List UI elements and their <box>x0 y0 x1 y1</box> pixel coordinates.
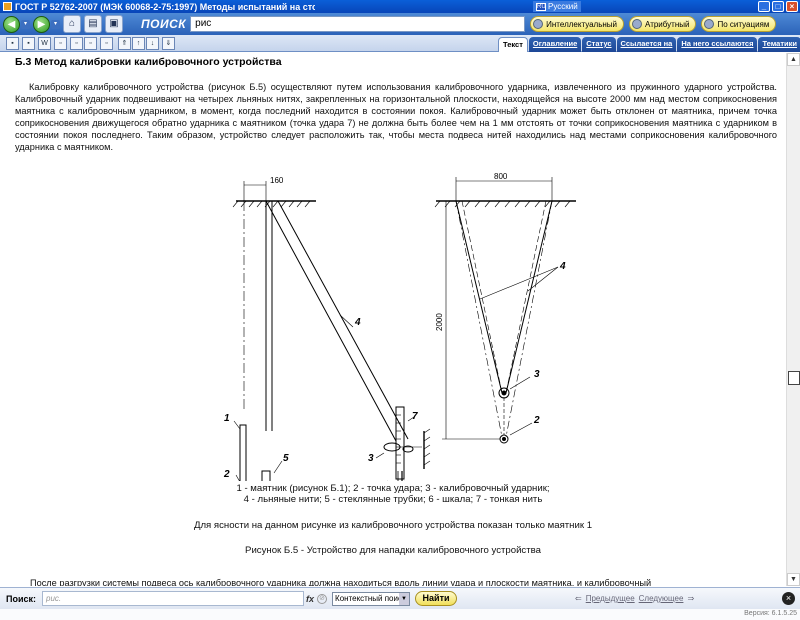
search-input[interactable]: рис <box>190 16 526 32</box>
version-label: Версия: 6.1.5.25 <box>744 610 797 617</box>
forward-history-dropdown[interactable]: ▾ <box>51 19 60 29</box>
figure-label-4-left: 4 <box>354 317 361 328</box>
figure-label-1: 1 <box>224 413 230 424</box>
intelligent-search-icon <box>533 19 544 29</box>
clear-search-icon[interactable]: ⊘ <box>317 593 328 604</box>
minimize-button[interactable]: _ <box>758 1 770 12</box>
language-label: Русский <box>548 2 578 11</box>
tab-references[interactable]: Ссылается на <box>616 37 677 52</box>
tab-status[interactable]: Статус <box>582 37 616 52</box>
intelligent-search-button[interactable]: Интеллектуальный <box>530 16 625 32</box>
folder-icon[interactable]: ▣ <box>105 15 123 33</box>
copy-icon[interactable]: ▫ <box>54 37 67 50</box>
back-history-dropdown[interactable]: ▾ <box>21 19 30 29</box>
next-result-link[interactable]: Следующее <box>638 594 684 603</box>
figure-label-2-right: 2 <box>533 415 540 426</box>
result-navigation: ⇐ Предыдущее Следующее ⇒ <box>575 594 694 603</box>
dimension-160-label: 160 <box>270 176 284 185</box>
save-icon[interactable]: ▪ <box>6 37 19 50</box>
intelligent-search-label: Интеллектуальный <box>546 19 618 29</box>
figure-label-5-left: 5 <box>283 453 289 464</box>
figure-label-4-right: 4 <box>559 261 566 272</box>
situation-search-icon <box>704 19 715 29</box>
next-paragraph-partial: После разгрузки системы подвеса ось кали… <box>30 578 652 586</box>
go-start-icon[interactable]: ⇑ <box>118 37 131 50</box>
bottom-search-label: Поиск: <box>6 593 37 604</box>
document-tabs: Текст Оглавление Статус Ссылается на На … <box>497 37 800 52</box>
figure-legend-line-1: 1 - маятник (рисунок Б.1); 2 - точка уда… <box>236 483 550 494</box>
go-end-icon[interactable]: ⇓ <box>162 37 175 50</box>
calibration-device-figure: 160 800 2000 1 2 5 4 3 7 5 6 4 3 2 <box>223 172 576 481</box>
bookmark-icon[interactable]: ▫ <box>100 37 113 50</box>
close-window-button[interactable]: × <box>786 1 798 12</box>
language-indicator[interactable]: RU Русский <box>533 1 581 12</box>
go-up-icon[interactable]: ↑ <box>132 37 145 50</box>
arrow-right-icon[interactable]: ⇒ <box>687 594 695 603</box>
app-icon <box>3 2 12 11</box>
window-title: ГОСТ Р 52762-2007 (МЭК 60068-2-75:1997) … <box>15 1 315 12</box>
figure-legend-line-2: 4 - льняные нити; 5 - стеклянные трубки;… <box>243 494 543 505</box>
search-mode-value: Контекстный поиск <box>335 593 406 603</box>
dimension-2000-label: 2000 <box>435 313 444 331</box>
figure-label-7: 7 <box>412 411 418 422</box>
section-paragraph: Калибровку калибровочного устройства (ри… <box>15 82 777 153</box>
document-toolbar: ▪ ▪ W ▫ ▫ ▫ ▫ ⇑ ↑ ↓ ⇓ Текст Оглавление С… <box>0 35 800 52</box>
attribute-search-label: Атрибутный <box>645 19 690 29</box>
scroll-up-icon[interactable]: ▲ <box>787 53 800 66</box>
section-heading: Б.3 Метод калибровки калибровочного устр… <box>15 56 282 68</box>
language-flag-icon: RU <box>536 2 546 11</box>
version-bar <box>0 609 800 620</box>
find-button[interactable]: Найти <box>415 591 458 606</box>
window-titlebar: ГОСТ Р 52762-2007 (МЭК 60068-2-75:1997) … <box>0 0 800 13</box>
vertical-scrollbar[interactable]: ▲ ▼ <box>786 53 800 586</box>
close-search-icon[interactable]: × <box>782 592 795 605</box>
document-icon[interactable]: ▤ <box>84 15 102 33</box>
dimension-800-label: 800 <box>494 172 508 181</box>
print-icon[interactable]: ▫ <box>70 37 83 50</box>
search-label: ПОИСК <box>141 17 187 31</box>
tab-topics[interactable]: Тематики <box>758 37 800 52</box>
maximize-button[interactable]: □ <box>772 1 784 12</box>
figure-note: Для ясности на данном рисунке из калибро… <box>193 520 593 531</box>
search-mode-select[interactable]: Контекстный поиск ▼ <box>332 591 411 606</box>
export-pdf-icon[interactable]: ▪ <box>22 37 35 50</box>
figure-label-3-right: 3 <box>534 369 540 380</box>
scroll-down-icon[interactable]: ▼ <box>787 573 800 586</box>
word-export-icon[interactable]: W <box>38 37 51 50</box>
scroll-thumb[interactable] <box>788 371 800 385</box>
tab-referenced-by[interactable]: На него ссылаются <box>677 37 758 52</box>
situation-search-label: По ситуациям <box>717 19 770 29</box>
chevron-down-icon[interactable]: ▼ <box>399 592 410 605</box>
attribute-search-button[interactable]: Атрибутный <box>629 16 697 32</box>
previous-result-link[interactable]: Предыдущее <box>585 594 635 603</box>
bottom-search-input[interactable]: рис. <box>42 591 305 606</box>
attribute-search-icon <box>632 19 643 29</box>
figure-label-2-left: 2 <box>223 469 230 480</box>
figure-caption: Рисунок Б.5 - Устройство для нападки кал… <box>245 545 541 556</box>
tab-text[interactable]: Текст <box>498 37 528 52</box>
formula-icon[interactable]: fx <box>306 593 315 604</box>
bottom-search-bar: Поиск: рис. fx ⊘ Контекстный поиск ▼ Най… <box>0 587 800 609</box>
go-down-icon[interactable]: ↓ <box>146 37 159 50</box>
situation-search-button[interactable]: По ситуациям <box>701 16 777 32</box>
back-button[interactable]: ◀ <box>3 15 20 33</box>
home-icon[interactable]: ⌂ <box>63 15 81 33</box>
document-view: Б.3 Метод калибровки калибровочного устр… <box>0 53 786 586</box>
main-toolbar: ◀ ▾ ▶ ▾ ⌂ ▤ ▣ ПОИСК рис Интеллектуальный… <box>0 13 800 35</box>
figure-label-3-left: 3 <box>368 453 374 464</box>
arrow-left-icon[interactable]: ⇐ <box>575 594 582 603</box>
print-preview-icon[interactable]: ▫ <box>84 37 97 50</box>
tab-contents[interactable]: Оглавление <box>528 37 582 52</box>
forward-button[interactable]: ▶ <box>33 15 50 33</box>
